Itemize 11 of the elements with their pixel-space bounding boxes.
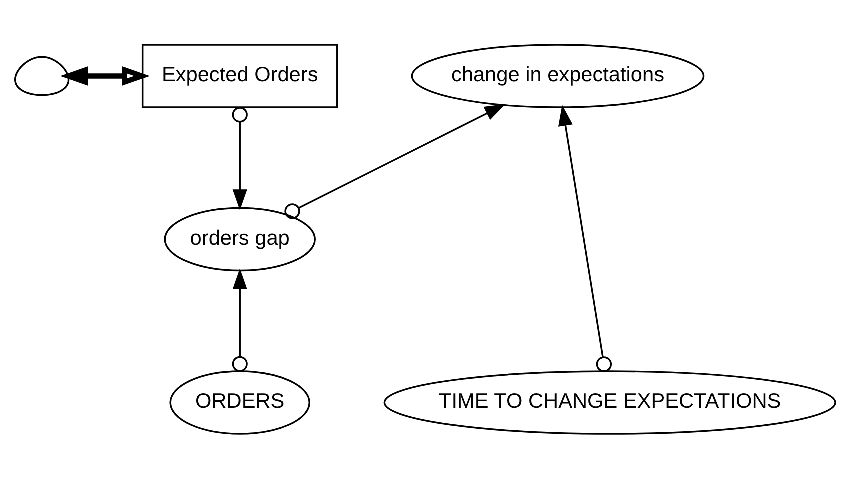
- arrow: [558, 105, 612, 372]
- arrow: [60, 66, 150, 86]
- node-ellipse: TIME TO CHANGE EXPECTATIONS: [384, 370, 836, 435]
- node-cloud: [14, 56, 70, 96]
- arrow: [232, 268, 248, 372]
- node-box: Expected Orders: [142, 44, 338, 108]
- node-ellipse: change in expectations: [411, 44, 705, 108]
- node-ellipse: orders gap: [164, 207, 316, 272]
- arrow: [284, 104, 506, 220]
- arrow: [232, 107, 248, 210]
- node-ellipse: ORDERS: [170, 370, 311, 435]
